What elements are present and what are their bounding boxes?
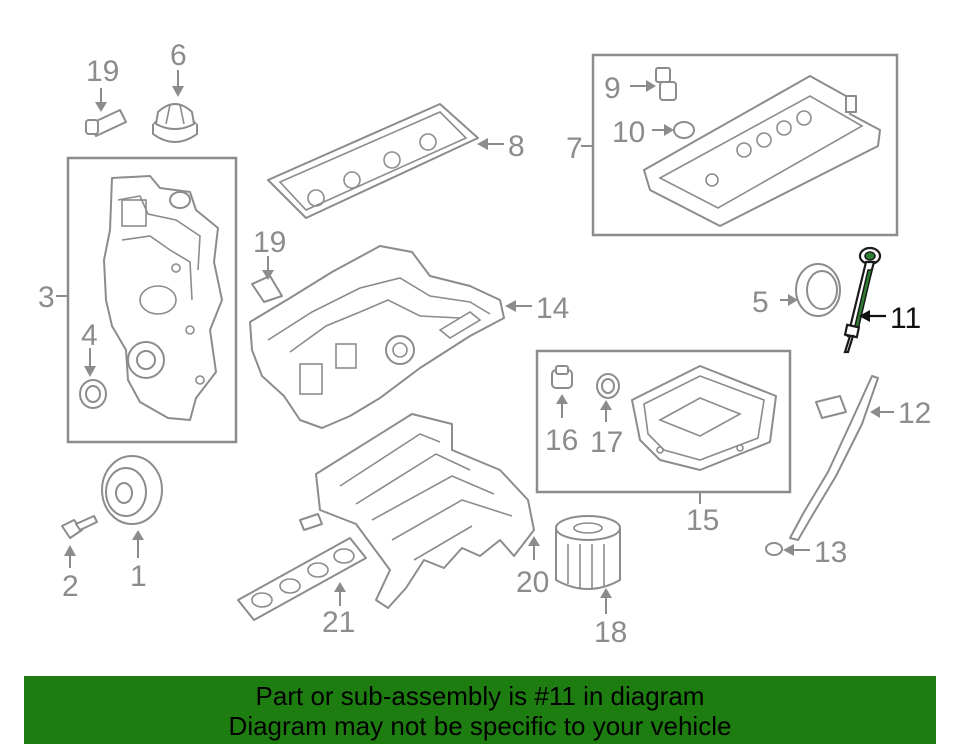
callout-9: 9 xyxy=(604,72,621,105)
callout-12: 12 xyxy=(898,397,931,430)
callout-13: 13 xyxy=(814,536,847,569)
part-6-oil-filler-cap[interactable] xyxy=(152,103,198,143)
part-20-intake-manifold[interactable] xyxy=(299,413,535,609)
part-14-upper-oil-pan[interactable] xyxy=(249,245,505,429)
callout-19-middle: 19 xyxy=(253,226,286,259)
group-box-3 xyxy=(66,156,238,444)
callout-19-top: 19 xyxy=(86,55,119,88)
callout-18: 18 xyxy=(594,616,627,649)
part-7-valve-cover[interactable] xyxy=(643,75,881,227)
part-12-dipstick-tube[interactable] xyxy=(789,375,879,541)
callout-1: 1 xyxy=(130,560,147,593)
part-21-intake-manifold-gasket[interactable] xyxy=(237,537,367,621)
callout-17: 17 xyxy=(590,426,623,459)
engine-parts-exploded-diagram: 19 6 3 4 8 19 14 7 9 10 5 11 16 17 12 15… xyxy=(38,39,931,649)
callout-6: 6 xyxy=(170,39,187,72)
part-8-valve-cover-gasket[interactable] xyxy=(267,103,479,219)
part-15-lower-oil-pan[interactable] xyxy=(631,365,777,471)
part-18-oil-filter[interactable] xyxy=(555,515,621,590)
part-1-crankshaft-pulley[interactable] xyxy=(101,455,163,525)
callout-4: 4 xyxy=(81,319,98,352)
group-box-15 xyxy=(535,349,792,494)
part-5-rear-main-seal[interactable] xyxy=(795,263,841,317)
banner-line-part-number: Part or sub-assembly is #11 in diagram xyxy=(255,681,705,711)
callout-7: 7 xyxy=(566,132,583,165)
part-4-front-oil-seal[interactable] xyxy=(79,379,107,409)
part-19-sealant-tube[interactable] xyxy=(85,109,127,137)
part-17-drain-plug-gasket[interactable] xyxy=(596,373,620,399)
callout-3: 3 xyxy=(38,281,55,314)
callout-2: 2 xyxy=(62,570,79,603)
part-19-small-fitting[interactable] xyxy=(251,275,283,303)
callout-16: 16 xyxy=(545,424,578,457)
part-2-pulley-bolt[interactable] xyxy=(61,515,98,539)
callout-14: 14 xyxy=(536,292,569,325)
part-notice-banner: Part or sub-assembly is #11 in diagram D… xyxy=(24,676,936,744)
part-16-drain-plug[interactable] xyxy=(551,365,573,389)
callout-10: 10 xyxy=(612,116,645,149)
callout-5: 5 xyxy=(752,286,769,319)
part-10-o-ring[interactable] xyxy=(673,121,695,139)
part-11-oil-dipstick-highlighted[interactable] xyxy=(843,246,882,354)
callout-15: 15 xyxy=(686,504,719,537)
callout-11-highlighted: 11 xyxy=(890,302,921,335)
part-13-o-ring[interactable] xyxy=(765,542,783,556)
banner-line-disclaimer: Diagram may not be specific to your vehi… xyxy=(228,711,732,741)
callout-20: 20 xyxy=(516,566,549,599)
part-9-pcv-valve[interactable] xyxy=(655,67,677,101)
callout-21: 21 xyxy=(322,606,355,639)
callout-8: 8 xyxy=(508,130,525,163)
part-3-timing-chain-cover[interactable] xyxy=(103,175,223,421)
